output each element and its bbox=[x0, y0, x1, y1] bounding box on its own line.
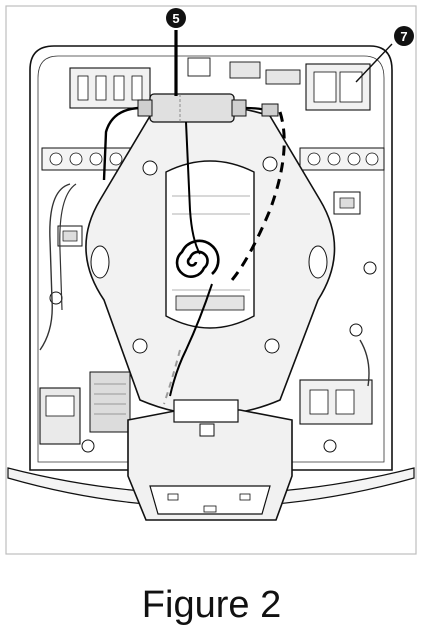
plate-holes bbox=[132, 156, 280, 354]
bottom-cover bbox=[127, 399, 293, 521]
cable-grey-dashed bbox=[163, 349, 181, 405]
lower-right-module bbox=[299, 379, 373, 425]
callout-5-label: 5 bbox=[172, 11, 179, 26]
component-5-inline-module bbox=[137, 93, 247, 123]
top-middle-components bbox=[187, 57, 301, 85]
installation-diagram: 5 7 bbox=[5, 5, 417, 555]
left-wire-harness-2 bbox=[59, 183, 77, 311]
cable-spiral-coil bbox=[175, 239, 220, 278]
lower-left-module bbox=[39, 371, 131, 445]
ethernet-port-left bbox=[57, 225, 83, 247]
cable-spiral-exit bbox=[169, 283, 213, 397]
ethernet-port-right bbox=[333, 191, 361, 215]
figure-caption: Figure 2 bbox=[141, 584, 282, 626]
left-wire-harness bbox=[39, 183, 71, 351]
cable-left-run bbox=[102, 106, 139, 181]
callout-5: 5 bbox=[166, 8, 186, 28]
plate-slot-left bbox=[90, 245, 110, 279]
top-right-connector-block bbox=[305, 63, 371, 111]
right-cable-connector bbox=[261, 103, 279, 117]
right-terminal-row bbox=[299, 147, 385, 171]
cable-dashed-route bbox=[230, 111, 286, 281]
screw-right-upper bbox=[363, 261, 377, 275]
screw-right-mid bbox=[349, 323, 363, 337]
screw-right-lower bbox=[323, 439, 337, 453]
board-details bbox=[172, 195, 250, 311]
right-wire bbox=[359, 339, 370, 387]
plate-slot-right bbox=[308, 245, 328, 279]
top-left-terminal-block bbox=[69, 67, 151, 109]
enclosure-inner-edge bbox=[37, 55, 385, 463]
screw-left-lower bbox=[81, 439, 95, 453]
callout-7: 7 bbox=[355, 26, 414, 83]
callout-7-label: 7 bbox=[400, 29, 407, 44]
